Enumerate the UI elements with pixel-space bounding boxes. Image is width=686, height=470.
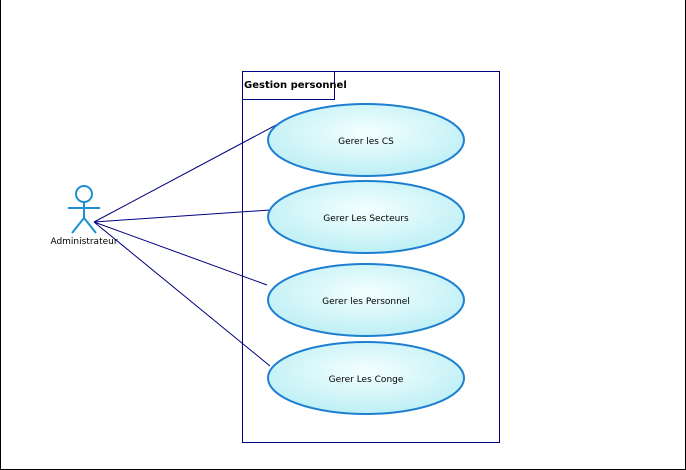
use-case-conge[interactable]: Gerer Les Conge: [267, 341, 465, 415]
use-case-label: Gerer les CS: [338, 137, 394, 147]
system-title: Gestion personnel: [244, 80, 347, 91]
use-case-label: Gerer les Personnel: [322, 297, 410, 307]
association-line-conge[interactable]: [93, 221, 271, 367]
system-title-box: [242, 71, 335, 100]
association-line-personnel[interactable]: [93, 221, 268, 286]
associations: [93, 123, 279, 367]
use-case-label: Gerer Les Conge: [329, 375, 404, 385]
use-case-personnel[interactable]: Gerer les Personnel: [267, 263, 465, 337]
use-case-label: Gerer Les Secteurs: [323, 214, 409, 224]
actor-right-leg: [83, 217, 97, 234]
actor-left-leg: [71, 217, 85, 234]
actor-label: Administrateur: [50, 237, 117, 247]
system-boundary[interactable]: Gestion personnel: [242, 71, 500, 443]
use-case-cs[interactable]: Gerer les CS: [267, 103, 465, 177]
actor-head: [75, 185, 93, 203]
actor-administrateur[interactable]: [68, 185, 100, 234]
association-line-cs[interactable]: [93, 123, 279, 223]
use-case-secteurs[interactable]: Gerer Les Secteurs: [267, 180, 465, 254]
association-line-secteurs[interactable]: [93, 209, 271, 223]
